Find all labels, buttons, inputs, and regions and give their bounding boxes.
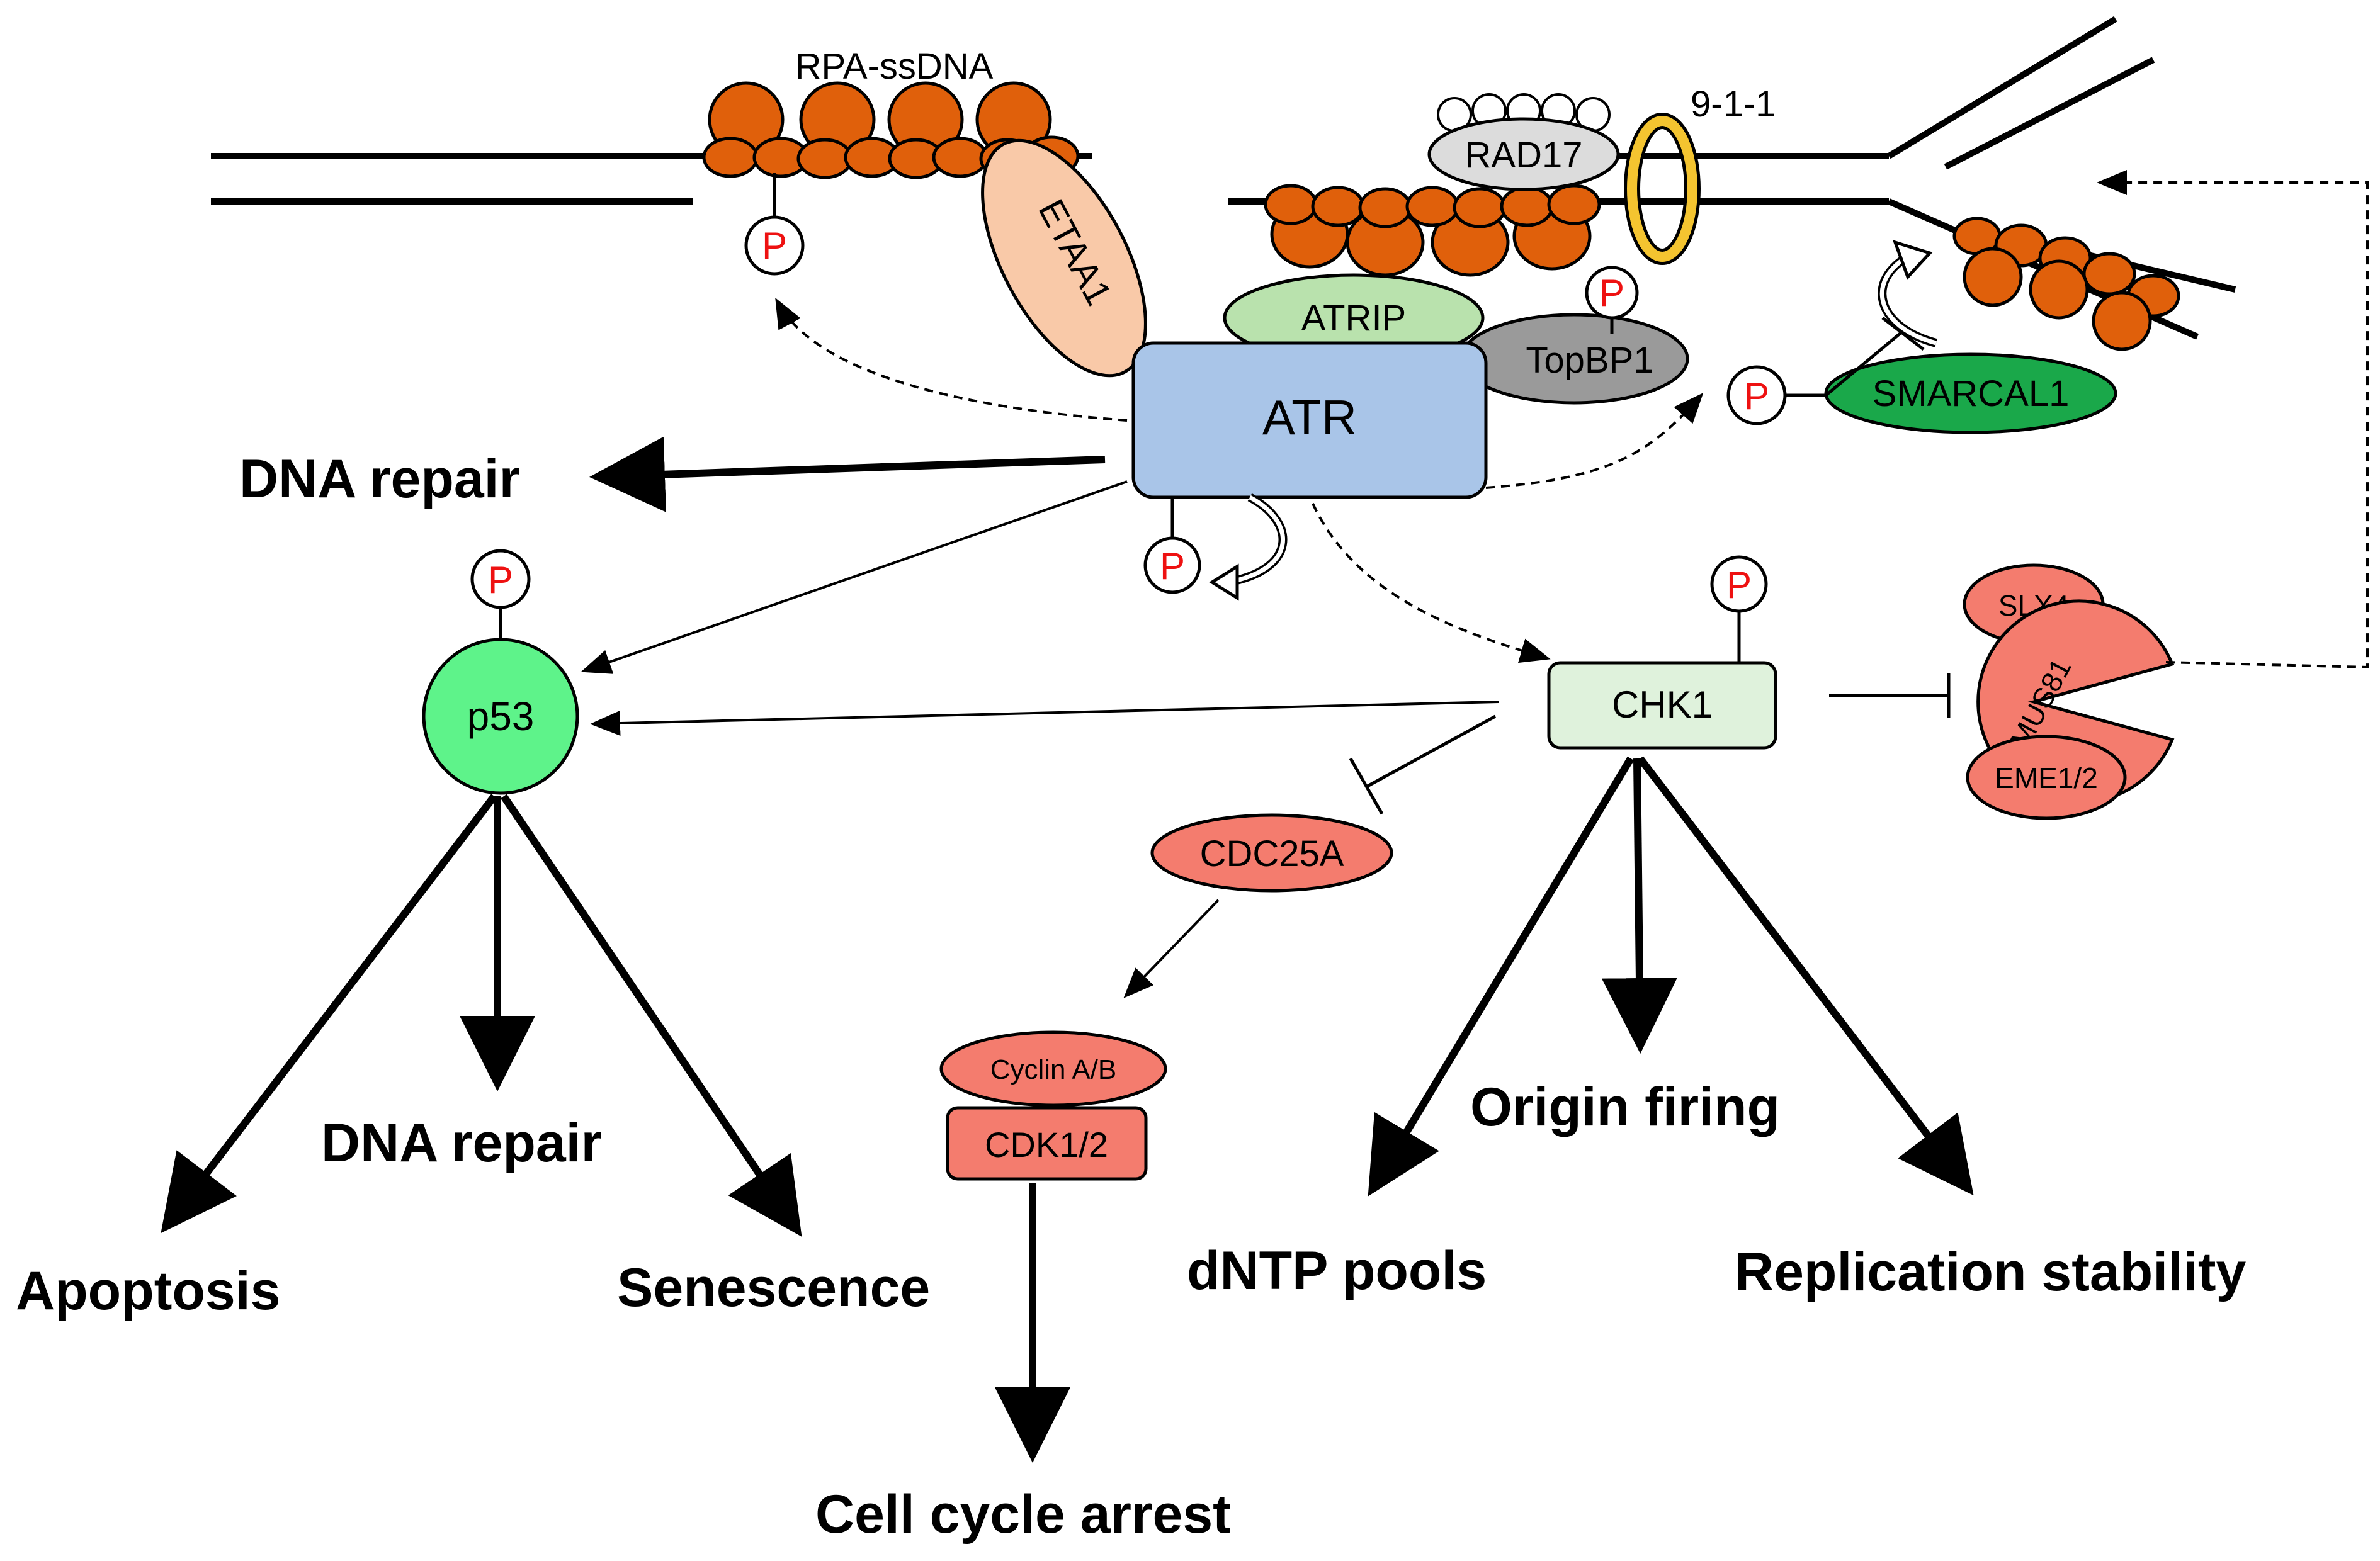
outcome-senescence: Senescence xyxy=(617,1258,930,1318)
chk1-phospho-label: P xyxy=(1726,564,1752,606)
outcome-replication-stability: Replication stability xyxy=(1735,1242,2247,1302)
ring-911 xyxy=(1627,116,1697,262)
topbp1-label: TopBP1 xyxy=(1526,340,1653,381)
smarcal1-remodel-arrow xyxy=(1879,252,1937,346)
etaa1-shape xyxy=(981,138,1147,378)
outcome-origin-firing: Origin firing xyxy=(1470,1077,1780,1137)
nine-one-one-label: 9-1-1 xyxy=(1691,84,1776,125)
thin-arrows xyxy=(581,480,1499,998)
chk1-phospho-circle xyxy=(1710,555,1768,613)
rad17-label: RAD17 xyxy=(1465,135,1583,176)
outcome-cell-cycle-arrest: Cell cycle arrest xyxy=(815,1484,1231,1545)
p53-phospho-circle xyxy=(470,549,531,609)
rpa-fork xyxy=(1952,217,2180,351)
dna-strands xyxy=(211,16,2236,340)
smarcal1-remodel-arrowhead xyxy=(1892,240,1933,280)
outcome-dna-repair-atr: DNA repair xyxy=(239,449,520,509)
ring-phospho-label: P xyxy=(1599,272,1624,314)
rpa-middle xyxy=(1264,184,1601,277)
smarcal1-label: SMARCAL1 xyxy=(1873,373,2070,414)
rpa-ssdna-label: RPA-ssDNA xyxy=(795,46,994,87)
inhibition-edges xyxy=(1349,317,1951,815)
chk1-box xyxy=(1547,661,1777,750)
atr-autophospho-arrowhead xyxy=(1209,563,1239,601)
eme-label: EME1/2 xyxy=(1995,762,2098,794)
rpa-phospho-label: P xyxy=(762,225,787,267)
cyclin-label: Cyclin A/B xyxy=(990,1054,1117,1085)
ring-phospho-circle xyxy=(1585,266,1639,320)
atr-phospho-label: P xyxy=(1160,545,1185,587)
smarcal1-phospho-label: P xyxy=(1744,375,1769,417)
atr-box xyxy=(1131,341,1488,499)
atr-label: ATR xyxy=(1262,390,1357,445)
smarcal1-phospho-circle xyxy=(1726,365,1787,425)
bold-arrows xyxy=(161,436,1974,1463)
cdc25a-label: CDC25A xyxy=(1200,833,1344,874)
p53-node xyxy=(422,638,579,795)
rad17-shape xyxy=(1427,117,1620,191)
outcome-apoptosis: Apoptosis xyxy=(16,1261,280,1321)
rpa-phospho-circle xyxy=(744,215,805,276)
cdc25a-shape xyxy=(1150,813,1393,893)
outcome-dna-repair-p53: DNA repair xyxy=(321,1113,602,1173)
atr-phospho-circle xyxy=(1143,536,1201,594)
cyclin-shape xyxy=(939,1030,1167,1107)
eme-shape xyxy=(1966,735,2127,820)
p53-label: p53 xyxy=(467,694,535,739)
dashed-arrows xyxy=(775,170,2369,669)
atrip-label: ATRIP xyxy=(1301,298,1407,339)
chk1-label: CHK1 xyxy=(1612,684,1713,726)
cdk-box xyxy=(946,1106,1148,1181)
p53-phospho-label: P xyxy=(488,559,513,601)
atr-autophospho-arrow xyxy=(1227,495,1285,585)
cdk-label: CDK1/2 xyxy=(985,1125,1108,1164)
outcome-dntp-pools: dNTP pools xyxy=(1187,1241,1487,1301)
